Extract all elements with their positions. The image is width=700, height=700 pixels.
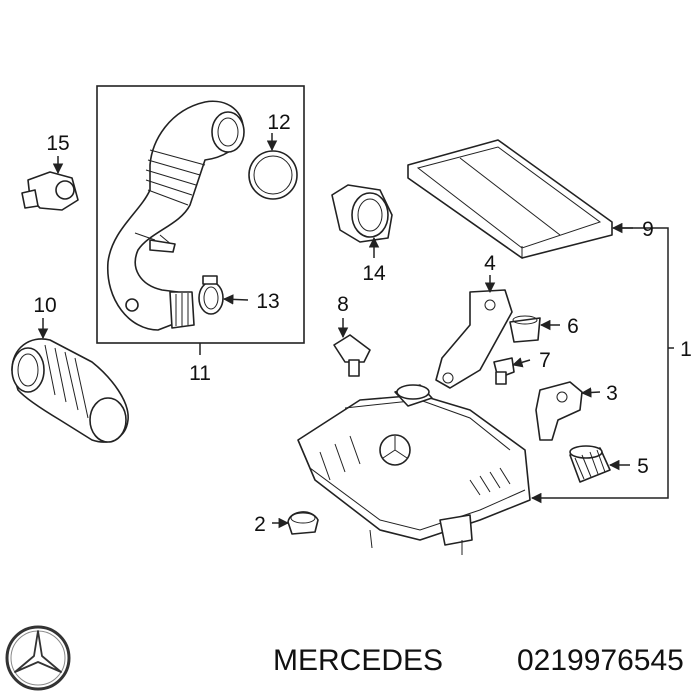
part-15-sensor <box>21 171 79 211</box>
part-11-intake-hose <box>107 100 245 331</box>
part-7-bolt <box>493 357 515 385</box>
part-9-air-filter <box>407 139 613 259</box>
part-4-bracket <box>435 289 513 389</box>
part-6-grommet <box>509 315 541 343</box>
callout-4: 4 <box>484 252 496 275</box>
callout-5: 5 <box>637 455 649 478</box>
callout-11: 11 <box>189 362 211 385</box>
part-2-grommet <box>287 511 319 535</box>
mercedes-star-logo-icon <box>5 625 71 691</box>
callout-6: 6 <box>567 315 579 338</box>
callout-labels: 15 12 13 11 10 14 9 4 6 7 8 3 5 2 1 <box>33 111 692 536</box>
callout-1: 1 <box>680 338 692 361</box>
callout-7: 7 <box>539 349 551 372</box>
part-10-intake-boot <box>11 338 129 443</box>
part-14-maf-sensor <box>331 184 393 243</box>
footer-brand: MERCEDES <box>273 644 443 677</box>
callout-15: 15 <box>46 132 69 155</box>
leader-lines <box>37 133 674 529</box>
part-8-pressure-sensor <box>333 334 371 377</box>
part-13-hose-clamp <box>198 275 224 315</box>
part-12-clamp-ring <box>248 150 298 200</box>
part-1-air-filter-housing <box>297 384 531 555</box>
callout-2: 2 <box>254 513 266 536</box>
callout-10: 10 <box>33 294 56 317</box>
callout-3: 3 <box>606 382 618 405</box>
callout-12: 12 <box>267 111 290 134</box>
callout-9: 9 <box>642 218 654 241</box>
callout-13: 13 <box>256 290 279 313</box>
callout-14: 14 <box>362 262 386 285</box>
callout-8: 8 <box>337 293 349 316</box>
part-5-filter-cartridge <box>569 445 611 483</box>
footer-part-number: 0219976545 <box>517 644 684 677</box>
part-3-bracket <box>535 381 583 441</box>
